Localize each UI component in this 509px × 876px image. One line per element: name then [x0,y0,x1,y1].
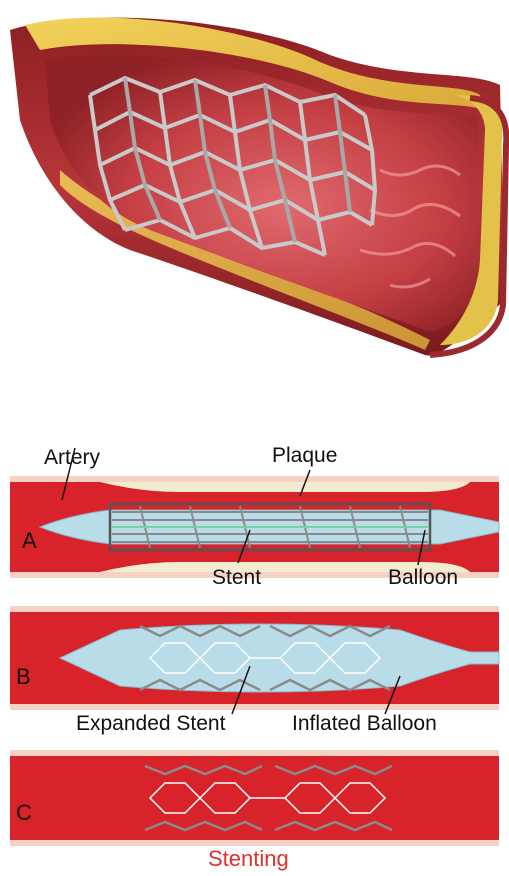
figure-caption: Stenting [208,846,289,872]
row-letter-a: A [22,528,37,554]
artery-3d-illustration [0,0,509,370]
panel-c [10,750,499,846]
artery-label: Artery [44,446,100,470]
expanded-stent-label: Expanded Stent [76,712,225,736]
row-letter-c: C [16,800,32,826]
stent-label: Stent [212,566,261,590]
plaque-label: Plaque [272,444,337,468]
inflated-balloon-label: Inflated Balloon [292,712,437,736]
row-letter-b: B [16,664,31,690]
balloon-label: Balloon [388,566,458,590]
stenting-schematic [0,430,509,870]
panel-b [10,606,499,714]
